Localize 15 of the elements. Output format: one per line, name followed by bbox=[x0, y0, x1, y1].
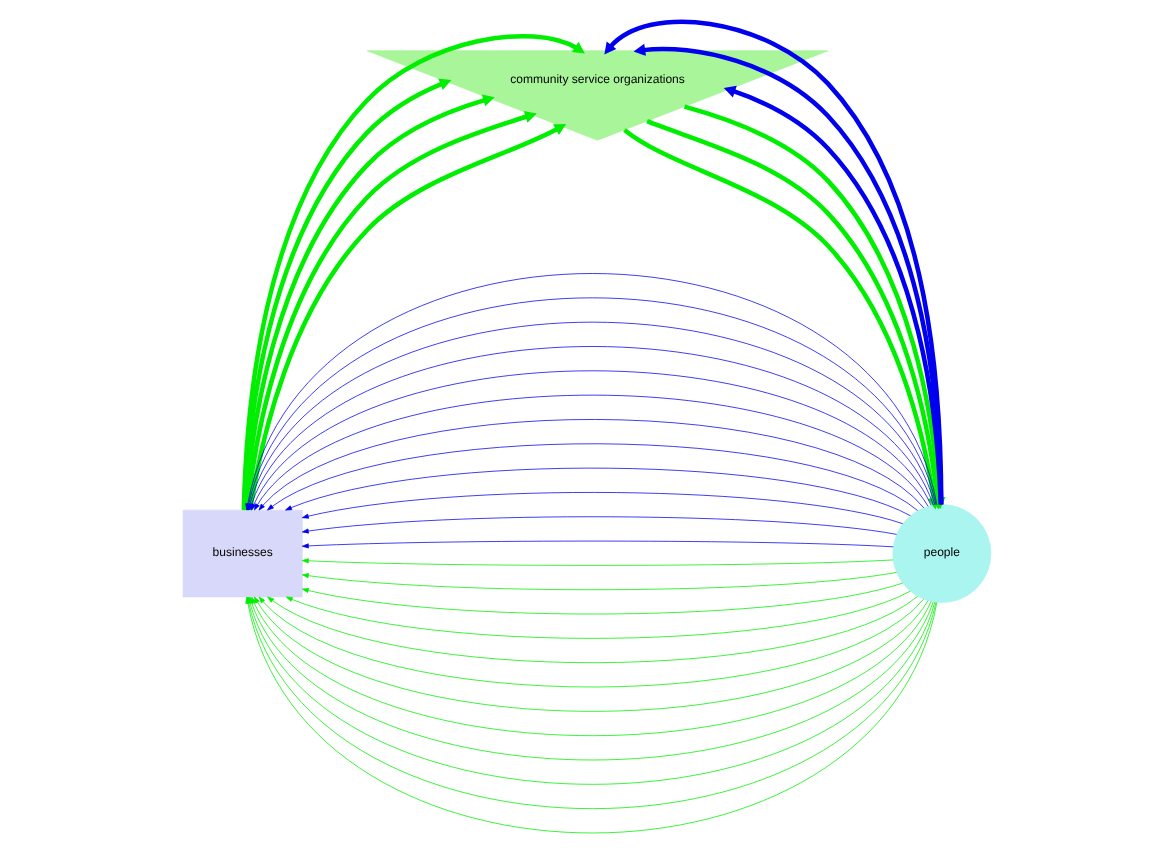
arrow bbox=[301, 539, 894, 548]
arrow bbox=[301, 515, 897, 534]
arrow bbox=[301, 571, 897, 590]
arrow bbox=[254, 393, 929, 510]
arrow bbox=[301, 491, 904, 524]
arrow bbox=[254, 595, 929, 711]
arrow bbox=[285, 466, 911, 516]
arrow bbox=[267, 594, 918, 663]
arrow bbox=[301, 581, 904, 614]
arrow bbox=[723, 84, 944, 504]
arrow bbox=[267, 442, 918, 510]
arrow bbox=[285, 589, 911, 638]
arrow bbox=[301, 557, 894, 565]
arrow bbox=[258, 595, 925, 687]
arrow bbox=[258, 418, 925, 510]
